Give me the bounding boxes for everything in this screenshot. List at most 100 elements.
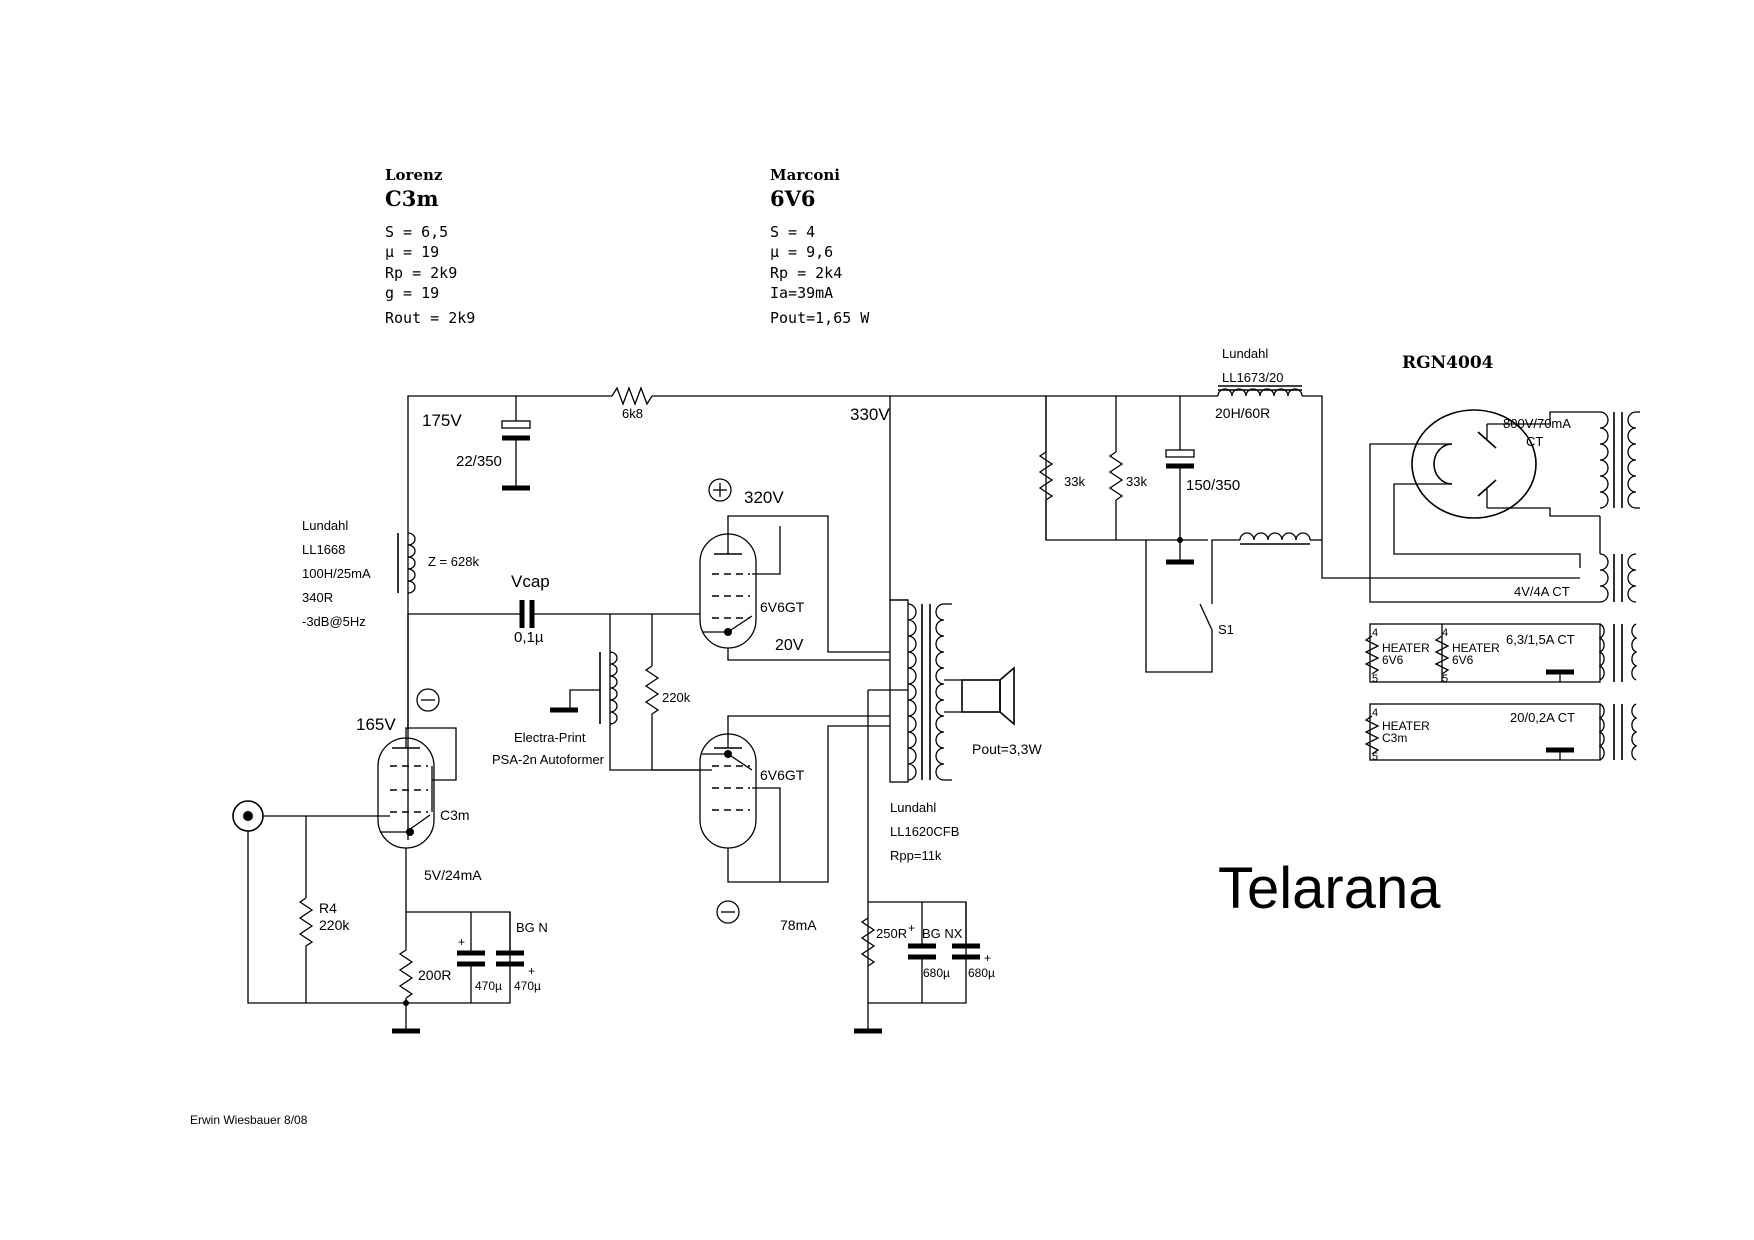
power-supply-filter: [1038, 396, 1322, 673]
label-20h-60r: 20H/60R: [1215, 405, 1270, 421]
plus-sign: +: [908, 921, 915, 935]
pin-label: 5: [1442, 673, 1448, 685]
heater-tube-label: 6V6: [1382, 653, 1404, 667]
tube-c3m: [377, 727, 457, 905]
speaker-icon: [961, 666, 1015, 726]
label-rgn4004: RGN4004: [1402, 353, 1494, 373]
spec-line: Rp = 2k4: [770, 264, 842, 282]
ot-line: Rpp=11k: [890, 848, 942, 863]
label-5v-24ma: 5V/24mA: [424, 867, 482, 883]
tube-6v6gt-top: [699, 515, 890, 661]
plus-sign: +: [528, 964, 535, 978]
label-165v: 165V: [356, 715, 396, 734]
cathode-network-6v6: [854, 901, 980, 1034]
choke1-line: 100H/25mA: [302, 566, 371, 581]
pin-label: 5: [1372, 673, 1378, 685]
ot-line: Lundahl: [890, 800, 936, 815]
label-r4-value: 220k: [319, 917, 350, 933]
heater-label: HEATER: [1452, 641, 1500, 655]
label-250r: 250R: [876, 926, 907, 941]
spec-line: Rp = 2k9: [385, 264, 457, 282]
choke2-line: LL1673/20: [1222, 370, 1283, 385]
capacitor-vcap: [408, 600, 700, 628]
inductor-ll1668: [397, 532, 416, 594]
label-bg-n: BG N: [516, 920, 548, 935]
page-title: Telarana: [1218, 856, 1441, 921]
spec-line: g = 19: [385, 284, 439, 302]
input-jack-icon: [232, 800, 406, 1004]
label-vcap: Vcap: [511, 572, 550, 591]
label-6v6gt-bottom: 6V6GT: [760, 767, 805, 783]
spec-c3m: Lorenz C3m S = 6,5 µ = 19 Rp = 2k9 g = 1…: [385, 166, 475, 327]
spec-rout: Rout = 2k9: [385, 309, 475, 327]
plus-sign: +: [984, 951, 991, 965]
heater-label: HEATER: [1382, 719, 1430, 733]
spec-line: Ia=39mA: [770, 284, 833, 302]
spec-line: S = 6,5: [385, 223, 448, 241]
spec-maker: Lorenz: [385, 166, 443, 184]
spec-tube: 6V6: [770, 186, 816, 211]
label-33k-a: 33k: [1064, 474, 1085, 489]
tube-6v6gt-bottom: [699, 715, 890, 883]
cathode-network-c3m: [392, 905, 524, 1034]
spec-line: µ = 9,6: [770, 243, 833, 261]
choke2-line: Lundahl: [1222, 346, 1268, 361]
choke1-line: -3dB@5Hz: [302, 614, 366, 629]
pin-label: 4: [1442, 627, 1448, 639]
spec-tube: C3m: [385, 186, 439, 211]
label-6k8: 6k8: [622, 406, 643, 421]
heater-label: HEATER: [1382, 641, 1430, 655]
label-20v-ct: 20/0,2A CT: [1510, 710, 1575, 725]
label-200r: 200R: [418, 967, 451, 983]
label-s1: S1: [1218, 622, 1234, 637]
output-transformer: [867, 396, 962, 1030]
label-680u-b: 680µ: [968, 966, 995, 980]
pin-label: 5: [1372, 751, 1378, 763]
b-plus-rail: [407, 385, 1580, 840]
label-0-1u: 0,1µ: [514, 629, 544, 646]
minus-marker: [716, 900, 740, 924]
label-c3m: C3m: [440, 807, 470, 823]
label-pout-3-3w: Pout=3,3W: [972, 741, 1042, 757]
label-ct: CT: [1526, 434, 1543, 449]
label-22-350: 22/350: [456, 453, 502, 470]
label-20v: 20V: [775, 637, 804, 654]
heater-c3m-block: [1364, 703, 1638, 761]
label-bg-nx: BG NX: [922, 926, 963, 941]
capacitor-22-350: [501, 396, 531, 491]
choke1-line: Lundahl: [302, 518, 348, 533]
ot-line: LL1620CFB: [890, 824, 959, 839]
label-470u-b: 470µ: [514, 979, 541, 993]
spec-line: µ = 19: [385, 243, 439, 261]
label-470u-a: 470µ: [475, 979, 502, 993]
spec-6v6: Marconi 6V6 S = 4 µ = 9,6 Rp = 2k4 Ia=39…: [770, 166, 870, 327]
label-150-350: 150/350: [1186, 477, 1240, 494]
pin-label: 4: [1372, 707, 1378, 719]
power-transformer: [1599, 411, 1640, 603]
spec-line: S = 4: [770, 223, 815, 241]
choke1-line: 340R: [302, 590, 333, 605]
label-4v-4a-ct: 4V/4A CT: [1514, 584, 1570, 599]
label-680u-a: 680µ: [923, 966, 950, 980]
label-z628: Z = 628k: [428, 554, 479, 569]
plus-sign: +: [458, 935, 465, 949]
minus-marker: [416, 688, 440, 712]
label-33k-b: 33k: [1126, 474, 1147, 489]
label-800v-70ma: 800V/70mA: [1503, 416, 1571, 431]
heater-tube-label: 6V6: [1452, 653, 1474, 667]
resistor-r4: [298, 816, 314, 1003]
choke1-line: LL1668: [302, 542, 345, 557]
spec-rout: Pout=1,65 W: [770, 309, 870, 327]
plus-marker: [708, 478, 732, 502]
label-320v: 320V: [744, 488, 784, 507]
pin-label: 4: [1372, 627, 1378, 639]
label-78ma: 78mA: [780, 917, 817, 933]
label-175v: 175V: [422, 411, 462, 430]
autoformer-line: Electra-Print: [514, 730, 586, 745]
spec-maker: Marconi: [770, 166, 840, 184]
heater-tube-label: C3m: [1382, 731, 1407, 745]
rectifier-tube-rgn4004: [1369, 409, 1600, 603]
heater-6v6-block: [1364, 623, 1638, 683]
autoformer-line: PSA-2n Autoformer: [492, 752, 605, 767]
